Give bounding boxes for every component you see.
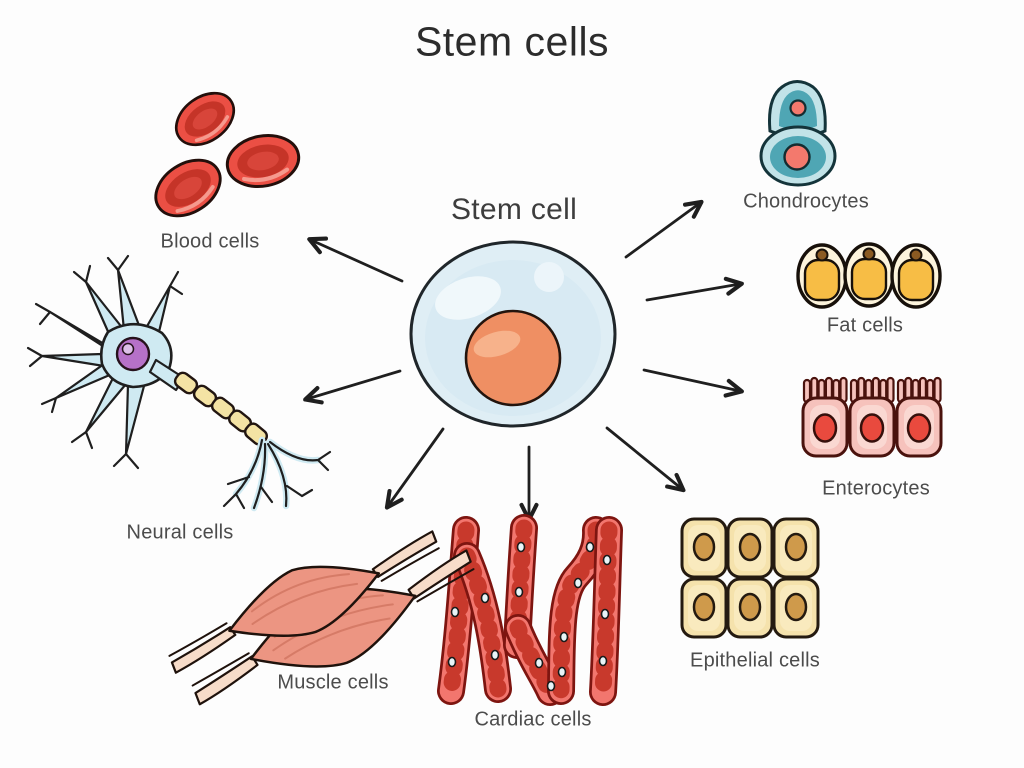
arrow-stem-to-fat — [645, 276, 744, 302]
enterocytes-label: Enterocytes — [822, 477, 930, 500]
neural-cells-label: Neural cells — [126, 521, 234, 544]
arrow-stem-to-neural — [303, 369, 402, 405]
fat-cells-label: Fat cells — [826, 314, 904, 337]
neural-cells-illustration — [26, 254, 332, 512]
epithelial-cells-illustration — [680, 517, 820, 639]
cardiac-cells-label: Cardiac cells — [474, 708, 592, 731]
arrow-stem-to-epithelial — [605, 426, 686, 493]
muscle-cells-label: Muscle cells — [277, 671, 389, 694]
chondrocytes-label: Chondrocytes — [743, 190, 869, 213]
diagram-title: Stem cells — [414, 18, 610, 65]
neuron-nucleus — [115, 336, 151, 372]
stem-cell-label: Stem cell — [450, 193, 578, 226]
cardiac-cells-illustration — [437, 514, 623, 706]
arrows-group — [303, 199, 744, 522]
chondrocytes-illustration — [759, 80, 837, 187]
blood-cells-illustration — [143, 80, 306, 230]
arrow-stem-to-muscle — [384, 427, 445, 510]
arrow-stem-to-blood — [307, 236, 404, 283]
arrow-stem-to-enterocytes — [642, 368, 744, 398]
muscle-cells-illustration — [168, 530, 475, 706]
fat-cells-illustration — [796, 242, 942, 309]
enterocytes-illustration — [801, 376, 943, 458]
arrow-stem-to-chondrocytes — [624, 199, 704, 259]
epithelial-cells-label: Epithelial cells — [690, 649, 820, 672]
stem-cell-illustration — [409, 240, 617, 428]
blood-cells-label: Blood cells — [160, 230, 260, 253]
